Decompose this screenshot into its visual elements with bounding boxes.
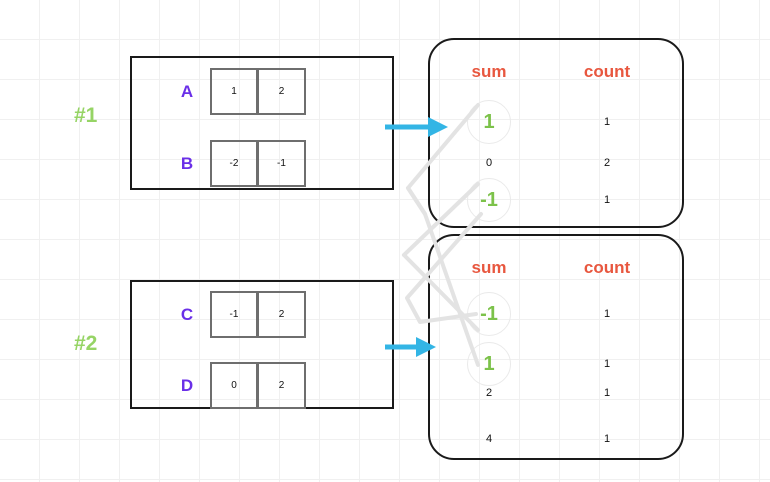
table-row: 4 1 [430, 428, 682, 450]
sum-value: 0 [485, 157, 493, 169]
sum-value-highlighted: 1 [430, 100, 548, 144]
count-value: 1 [603, 116, 611, 128]
table-row: 1 1 [430, 342, 682, 386]
matrix-cell: 2 [258, 68, 306, 115]
matrix-row: D 0 2 [164, 362, 306, 409]
column-header-count: count [583, 258, 631, 277]
count-value: 1 [603, 308, 611, 320]
count-value: 1 [603, 433, 611, 445]
aggregate-table-1: sum count 1 1 0 2 -1 1 [428, 38, 684, 228]
matrix-panel-1: A 1 2 B -2 -1 [130, 56, 394, 190]
table-row: 0 2 [430, 152, 682, 174]
matrix-row-label: C [180, 304, 194, 324]
connector-vertex-upper [406, 186, 427, 216]
matrix-row-label: B [180, 153, 194, 173]
matrix-row: B -2 -1 [164, 140, 306, 187]
group-label-1: #1 [74, 104, 98, 127]
aggregate-table-header: sum count [430, 258, 682, 278]
matrix-cells: -2 -1 [210, 140, 306, 187]
matrix-cell: -1 [258, 140, 306, 187]
count-value: 1 [603, 387, 611, 399]
matrix-row: A 1 2 [164, 68, 306, 115]
matrix-row: C -1 2 [164, 291, 306, 338]
sum-value: 4 [485, 433, 493, 445]
table-row: -1 1 [430, 178, 682, 222]
aggregate-table-header: sum count [430, 62, 682, 82]
column-header-count: count [583, 62, 631, 81]
count-value: 1 [603, 358, 611, 370]
column-header-sum: sum [471, 62, 507, 81]
count-value: 1 [603, 194, 611, 206]
sum-value-highlighted: -1 [430, 178, 548, 222]
table-row: -1 1 [430, 292, 682, 336]
matrix-cells: 0 2 [210, 362, 306, 409]
matrix-cell: -2 [210, 140, 258, 187]
matrix-cell: 0 [210, 362, 258, 409]
matrix-cell: 1 [210, 68, 258, 115]
group-label-2: #2 [74, 332, 98, 355]
matrix-panel-2: C -1 2 D 0 2 [130, 280, 394, 409]
matrix-cell: -1 [210, 291, 258, 338]
sum-value-highlighted: 1 [430, 342, 548, 386]
sum-value-highlighted: -1 [430, 292, 548, 336]
table-row: 1 1 [430, 100, 682, 144]
matrix-row-label: D [180, 375, 194, 395]
matrix-cell: 2 [258, 291, 306, 338]
column-header-sum: sum [471, 258, 507, 277]
matrix-cells: -1 2 [210, 291, 306, 338]
matrix-row-label: A [180, 81, 194, 101]
table-row: 2 1 [430, 382, 682, 404]
aggregate-table-2: sum count -1 1 1 1 2 1 4 1 [428, 234, 684, 460]
count-value: 2 [603, 157, 611, 169]
matrix-cell: 2 [258, 362, 306, 409]
sum-value: 2 [485, 387, 493, 399]
matrix-cells: 1 2 [210, 68, 306, 115]
